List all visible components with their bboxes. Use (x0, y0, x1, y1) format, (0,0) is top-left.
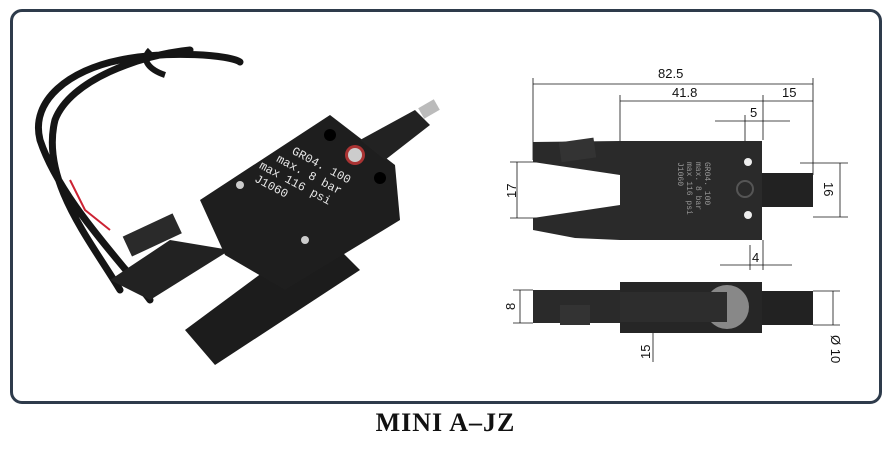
drawing-engraving-model: GR04. 100 (702, 162, 711, 205)
dim-hole-offset-bottom: 4 (752, 250, 759, 265)
dim-connector-height: 16 (821, 182, 836, 196)
drawing-engraving-code: J1060 (675, 162, 684, 186)
dim-connector-diameter: Ø 10 (828, 335, 843, 363)
cable (35, 46, 244, 304)
dim-body-length: 41.8 (672, 85, 697, 100)
dim-hole-offset-top: 5 (750, 105, 757, 120)
dim-body-thickness: 15 (638, 345, 653, 359)
dim-jaw-opening: 17 (504, 184, 519, 198)
dimension-labels: 82.5 41.8 15 5 4 17 16 8 15 Ø 10 (503, 66, 843, 363)
gripper-jaw-upper (110, 240, 230, 300)
product-photo: GR04. 100 max. 8 bar max 116 psi J1060 (35, 46, 440, 365)
dim-jaw-thickness: 8 (503, 303, 518, 310)
dim-overall-length: 82.5 (658, 66, 683, 81)
drawing-shapes: GR04. 100 max. 8 bar max 116 psi J1060 (533, 137, 813, 333)
drawing-engraving-psi: max 116 psi (684, 162, 693, 215)
dim-connector-length: 15 (782, 85, 796, 100)
product-caption: MINI A–JZ (375, 408, 516, 437)
drawing-engraving-bar: max. 8 bar (693, 162, 702, 210)
